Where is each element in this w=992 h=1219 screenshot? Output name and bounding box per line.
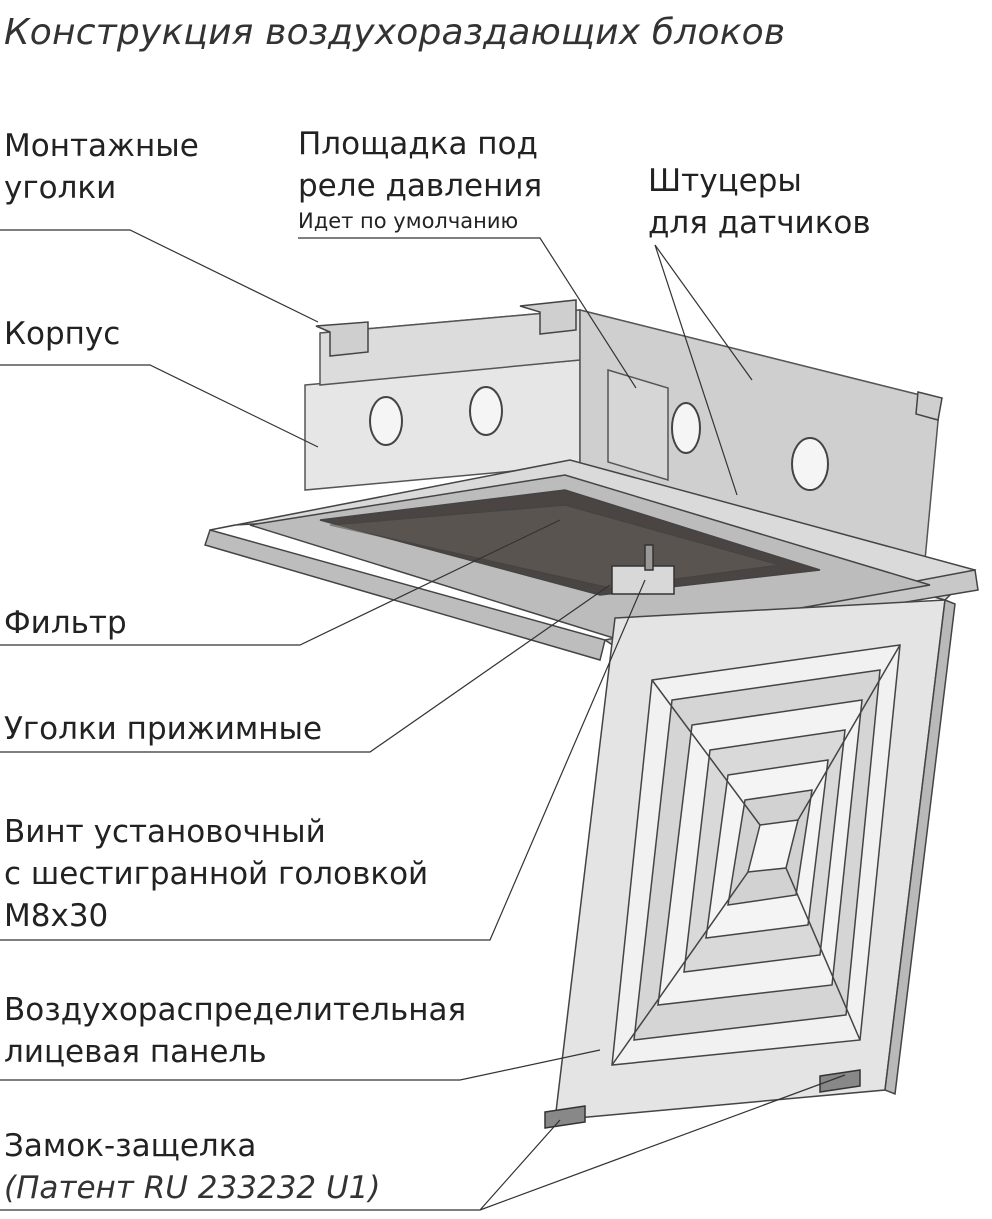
label-mount-corners: Монтажные уголки <box>4 128 199 206</box>
label-relay-pad-note: Идет по умолчанию <box>298 209 519 233</box>
leader-lines <box>0 229 846 1211</box>
label-housing: Корпус <box>4 316 121 352</box>
face-panel-edge <box>884 598 956 1096</box>
vane-line <box>785 867 861 1041</box>
label-sensor-fittings: Штуцеры для датчиков <box>648 163 871 241</box>
duct-opening <box>791 437 829 491</box>
housing <box>304 309 942 561</box>
label-clamp-corners: Уголки прижимные <box>4 711 323 747</box>
label-filter: Фильтр <box>4 605 127 641</box>
set-screw-head <box>644 544 654 571</box>
vane-line <box>797 644 901 821</box>
label-set-screw: Винт установочный с шестигранной головко… <box>4 814 429 934</box>
leader-screw <box>0 579 646 941</box>
leader-housing <box>0 364 319 448</box>
label-latch-patent: (Патент RU 233232 U1) <box>4 1170 381 1206</box>
latch <box>819 1069 861 1093</box>
latches <box>544 1069 861 1129</box>
face-panel <box>554 598 956 1121</box>
leader-relay-pad <box>298 237 637 389</box>
label-latch: Замок-защелка (Патент RU 233232 U1) <box>4 1125 381 1209</box>
set-screw <box>611 544 675 595</box>
duct-opening <box>671 402 701 454</box>
set-screw-body <box>611 565 675 595</box>
duct-opening <box>469 386 503 436</box>
leader-fittings-2 <box>654 244 738 496</box>
label-relay-pad: Площадка под реле давления Идет по умолч… <box>298 126 543 233</box>
vane-line <box>651 679 761 826</box>
duct-openings <box>369 386 829 491</box>
latch <box>544 1105 586 1129</box>
duct-opening <box>369 396 403 446</box>
leader-clamp <box>0 584 611 753</box>
mounting-corner <box>519 299 577 335</box>
diagram-title: Конструкция воздухораздающих блоков <box>4 12 786 53</box>
leader-panel <box>0 1049 601 1081</box>
label-face-panel: Воздухораспределительная лицевая панель <box>4 992 467 1070</box>
mounting-corners <box>315 299 943 421</box>
leader-filter <box>0 519 561 646</box>
mounting-corner <box>915 391 943 421</box>
vane-line <box>611 871 749 1066</box>
relay-pad <box>607 368 669 482</box>
leader-fittings-1 <box>654 244 753 381</box>
mounting-corner <box>315 321 369 357</box>
leader-mount-corners <box>0 229 319 323</box>
leader-latch-2 <box>479 1074 846 1211</box>
